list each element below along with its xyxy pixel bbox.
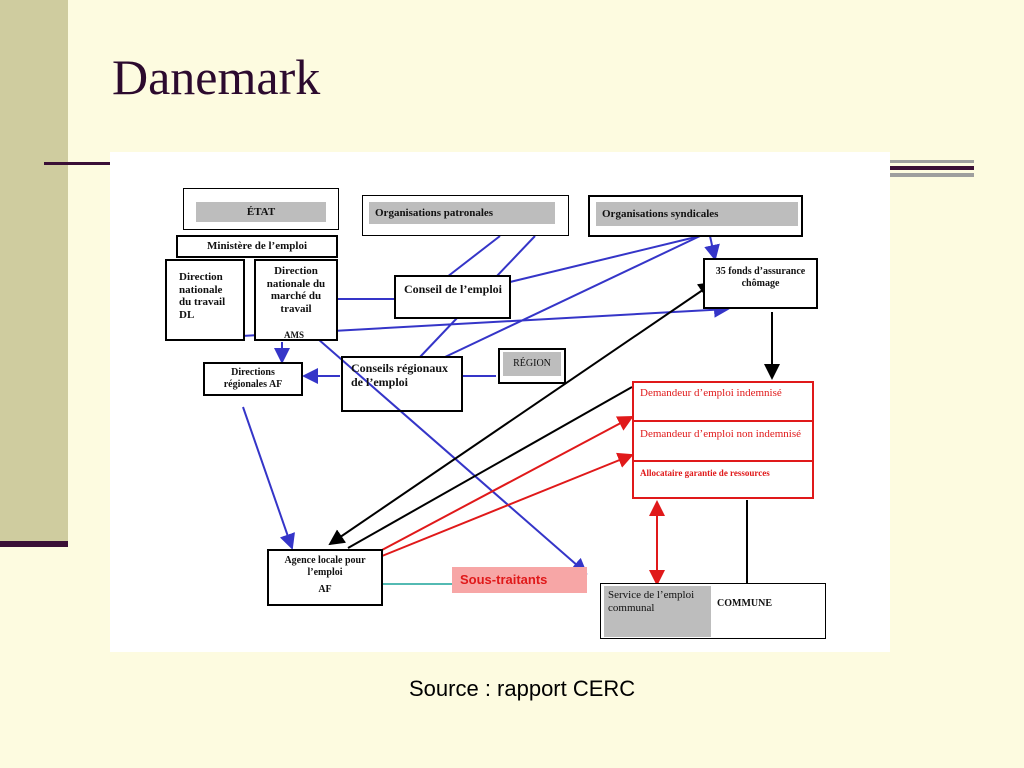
node-conseil-emploi: Conseil de l’emploi	[394, 275, 511, 319]
node-allocataire: Allocataire garantie de ressources	[634, 464, 812, 497]
node-ministere-label: Ministère de l’emploi	[207, 240, 307, 253]
node-org-patronales: Organisations patronales	[362, 195, 569, 236]
node-region-label: RÉGION	[513, 358, 551, 370]
edge-dirreg-agence	[242, 406, 295, 550]
node-allocataire-label: Allocataire garantie de ressources	[640, 468, 770, 478]
page-title: Danemark	[112, 49, 321, 105]
node-agence-locale-label: Agence locale pour l’emploi	[284, 555, 366, 578]
node-demandeur-non: Demandeur d’emploi non indemnisé	[634, 424, 812, 462]
node-demandeur-indemnise-label: Demandeur d’emploi indemnisé	[640, 387, 782, 399]
node-dir-travail: Direction nationale du travail DL	[165, 259, 245, 341]
title-rule-left	[44, 162, 114, 165]
node-service-communal-label: Service de l’emploi communal	[608, 589, 695, 614]
node-agence-locale: Agence locale pour l’emploi AF	[267, 549, 383, 606]
diagram-panel: ÉTAT Organisations patronales Organisati…	[110, 152, 890, 652]
node-org-patronales-label: Organisations patronales	[375, 206, 494, 219]
node-dir-regionales-label: Directions régionales AF	[223, 367, 283, 390]
node-conseil-emploi-label: Conseil de l’emploi	[404, 282, 502, 296]
edge-syndicales-conseil	[509, 235, 701, 283]
title-rule-right	[890, 160, 974, 178]
node-demandeur-group: Demandeur d’emploi indemnisé Demandeur d…	[632, 381, 814, 499]
edge-agence-demandeur-non	[381, 416, 634, 551]
node-sous-traitants: Sous-traitants	[452, 567, 587, 593]
node-ams-label: AMS	[284, 330, 304, 340]
edge-syndicales-fonds	[704, 235, 720, 261]
node-dir-marche-label: Direction nationale du marché du travail	[266, 265, 326, 315]
side-band	[0, 0, 68, 545]
edge-agence-allocataire	[381, 452, 634, 557]
node-org-syndicales: Organisations syndicales	[588, 195, 803, 237]
node-dir-regionales: Directions régionales AF	[203, 362, 303, 396]
node-commune-label: COMMUNE	[717, 598, 772, 609]
node-ministere: Ministère de l’emploi	[176, 235, 338, 258]
node-fonds: 35 fonds d’assurance chômage	[703, 258, 818, 309]
node-sous-traitants-label: Sous-traitants	[460, 571, 548, 587]
side-rule	[0, 541, 68, 547]
node-demandeur-indemnise: Demandeur d’emploi indemnisé	[634, 383, 812, 422]
node-org-syndicales-label: Organisations syndicales	[602, 207, 719, 220]
edge-patronales-conseil	[446, 235, 501, 278]
node-dir-travail-label: Direction nationale du travail DL	[179, 271, 226, 321]
diagram-connectors	[169, 235, 780, 586]
edge-agence-fonds	[328, 281, 715, 546]
node-fonds-label: 35 fonds d’assurance chômage	[715, 266, 806, 289]
node-commune: Service de l’emploi communal COMMUNE	[600, 583, 826, 639]
node-service-communal: Service de l’emploi communal	[604, 586, 711, 637]
node-af-label: AF	[318, 584, 332, 595]
node-etat-label: ÉTAT	[246, 205, 276, 218]
edge-demandeur-agence	[347, 386, 633, 549]
source-caption: Source : rapport CERC	[409, 676, 636, 701]
node-conseils-regionaux-label: Conseils régionaux de l’emploi	[351, 361, 449, 389]
node-conseils-regionaux: Conseils régionaux de l’emploi	[341, 356, 463, 412]
node-dir-marche: Direction nationale du marché du travail…	[254, 259, 338, 341]
node-region: RÉGION	[498, 348, 566, 384]
node-demandeur-non-label: Demandeur d’emploi non indemnisé	[640, 428, 801, 440]
node-etat: ÉTAT	[183, 188, 339, 230]
